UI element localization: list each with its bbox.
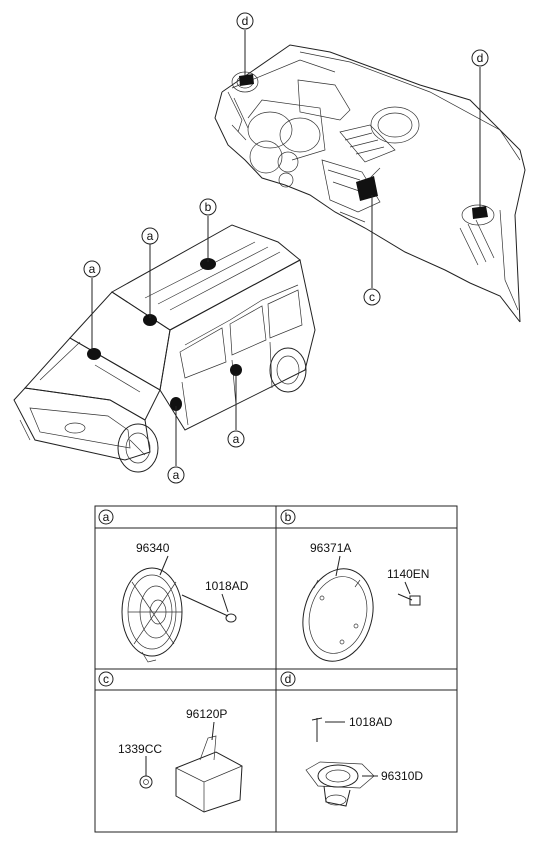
callout-d-left: d [236,12,254,30]
callout-letter: b [205,200,212,214]
callout-letter: c [369,290,375,304]
dashboard-illustration [214,44,526,323]
callout-b: b [199,198,217,216]
callout-a-rear: a [227,430,245,448]
svg-text:a: a [103,510,110,524]
callout-c: c [363,288,381,306]
part-number-1339cc: 1339CC [118,742,162,756]
part-number-96310d: 96310D [381,769,423,783]
car-illustration [13,224,316,473]
part-number-96340: 96340 [136,541,170,555]
callout-a-front: a [167,466,185,484]
part-number-1140en: 1140EN [387,567,429,581]
panel-d-tweeter-drawing [305,717,375,807]
panel-a-speaker-drawing [121,567,237,663]
parts-table [94,505,458,833]
part-number-1018ad-d: 1018AD [349,715,393,729]
callout-a-top: a [141,227,159,245]
part-number-96371a: 96371A [310,541,351,555]
part-number-1018ad-a: 1018AD [205,579,249,593]
callout-a-left: a [83,260,101,278]
panel-a-tag: a [98,509,114,525]
callout-letter: a [147,229,154,243]
callout-letter: a [233,432,240,446]
panel-b-cover-drawing [302,568,421,662]
callout-letter: d [242,14,249,28]
part-number-96120p: 96120P [186,707,227,721]
svg-text:b: b [285,510,292,524]
panel-c-tag: c [98,671,114,687]
callout-letter: a [173,468,180,482]
svg-text:d: d [285,672,292,686]
panel-b-tag: b [280,509,296,525]
callout-letter: a [89,262,96,276]
callout-d-right: d [471,49,489,67]
panel-d-tag: d [280,671,296,687]
callout-letter: d [477,51,484,65]
svg-text:c: c [103,672,109,686]
